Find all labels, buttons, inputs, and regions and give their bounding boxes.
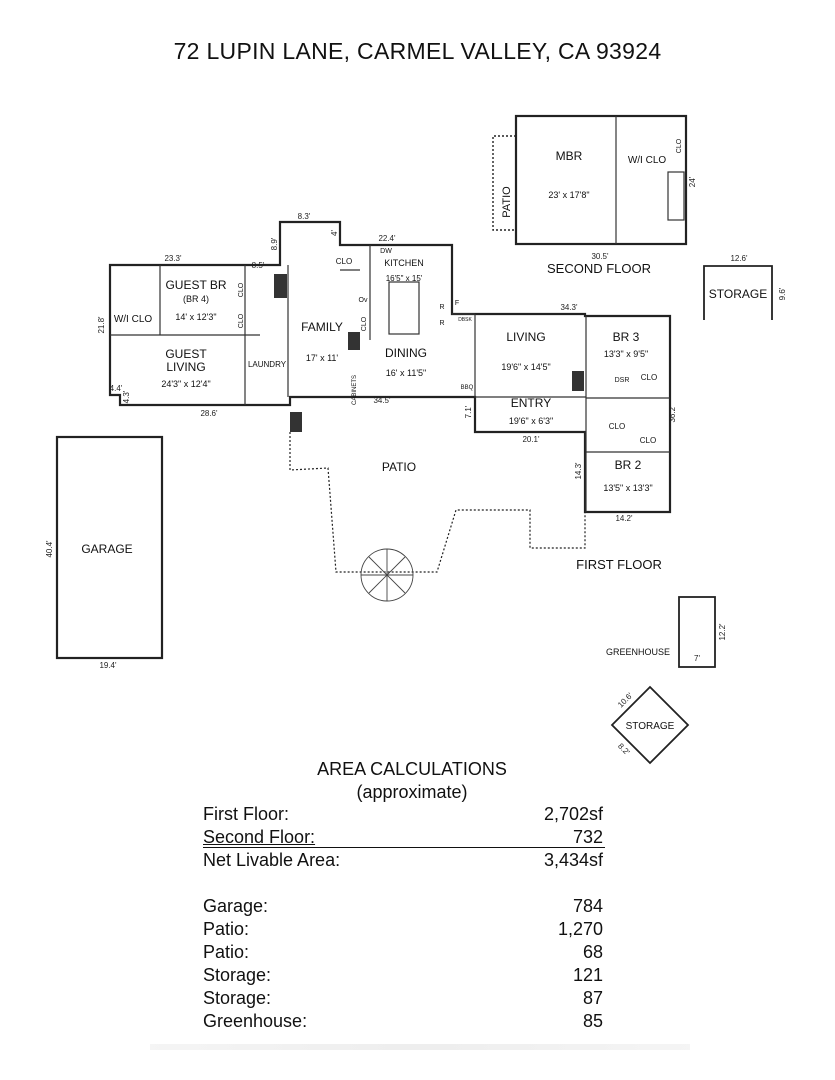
dim-garage-height: 40.4' (45, 540, 54, 558)
upper-patio-label: PATIO (501, 186, 513, 218)
mbr-label: MBR (556, 149, 583, 163)
clo-label: CLO (238, 282, 245, 297)
garage-label: GARAGE (81, 542, 132, 556)
patio-label: PATIO (382, 460, 416, 474)
dim-storage-diag-a: 10.6' (616, 691, 635, 710)
first-floor-outline (108, 220, 672, 514)
storage-label: STORAGE (709, 287, 767, 301)
greenhouse-label: GREENHOUSE (606, 647, 670, 657)
dim-224: 22.4' (378, 234, 396, 243)
mbr-size: 23' x 17'8" (548, 190, 589, 200)
storage-diag-outline (610, 685, 690, 765)
clo-label: CLO (609, 422, 625, 431)
garage-outline (55, 435, 164, 660)
dim-233: 23.3' (164, 254, 182, 263)
wic-mbr-label: W/I CLO (628, 155, 667, 166)
dining-size: 16' x 11'5" (386, 368, 427, 378)
first-floor-label: FIRST FLOOR (576, 557, 662, 572)
guest-living-label1: GUEST (165, 347, 207, 361)
main-patio-outline (289, 432, 586, 573)
dim-43: 4.3' (122, 390, 131, 403)
fridge-label: R (439, 304, 444, 311)
guest-living-label2: LIVING (166, 360, 205, 374)
cabinets-label: CABINETS (352, 375, 358, 405)
kitchen-label: KITCHEN (384, 258, 424, 268)
fridge-label: R (439, 320, 444, 327)
dbsk-label: DBSK (458, 317, 472, 323)
living-label: LIVING (506, 330, 545, 344)
br2-label: BR 2 (615, 458, 642, 472)
guest-br-sub: (BR 4) (183, 294, 209, 304)
family-size: 17' x 11' (306, 353, 339, 363)
wic-guest-label: W/I CLO (114, 314, 153, 325)
freezer-label: F (455, 300, 459, 307)
dim-garage-width: 19.4' (99, 661, 117, 670)
entry-size: 19'6" x 6'3" (509, 416, 553, 426)
second-floor-label: SECOND FLOOR (547, 261, 651, 276)
laundry-label: LAUNDRY (248, 360, 287, 369)
footer-faint-text (150, 1044, 690, 1050)
dim-greenhouse-height: 12.2' (718, 623, 727, 641)
clo-label: CLO (640, 436, 656, 445)
dim-storage-height: 9.6' (778, 287, 787, 300)
greenhouse-outline (678, 596, 716, 668)
storage-diag-label: STORAGE (626, 721, 675, 732)
br2-size: 13'5" x 13'3" (603, 483, 652, 493)
dim-mbr-width: 30.5' (591, 252, 609, 261)
dim-storage-diag-b: 8.2' (616, 742, 632, 758)
umbrella-icon (360, 548, 414, 602)
dw-label: DW (380, 248, 392, 255)
dim-mbr-height: 24' (688, 176, 697, 187)
dim-201: 20.1' (522, 435, 540, 444)
oven-label: Ov (359, 297, 368, 304)
clo-label: CLO (676, 138, 683, 153)
bbq-label: BBQ (461, 385, 474, 391)
clo-label: CLO (361, 316, 368, 331)
dim-greenhouse-width: 7' (694, 654, 700, 663)
storage-outline (703, 265, 773, 320)
dim-44: 4.4' (110, 384, 123, 393)
dim-218: 21.8' (97, 316, 106, 334)
dim-85: 8.5' (252, 261, 265, 270)
dim-4: 4' (330, 230, 339, 236)
dim-362: 36.2' (668, 405, 677, 423)
clo-label: CLO (641, 373, 657, 382)
dim-143: 14.3' (574, 462, 583, 480)
dim-83: 8.3' (298, 212, 311, 221)
dim-89: 8.9' (270, 237, 279, 250)
guest-living-size: 24'3" x 12'4" (161, 379, 210, 389)
living-size: 19'6" x 14'5" (501, 362, 550, 372)
family-label: FAMILY (301, 320, 343, 334)
dining-label: DINING (385, 346, 427, 360)
dim-286: 28.6' (200, 409, 218, 418)
guest-br-label: GUEST BR (165, 278, 226, 292)
upper-patio-outline (492, 135, 516, 231)
entry-label: ENTRY (511, 396, 551, 410)
dim-345: 34.5' (373, 396, 391, 405)
dim-343: 34.3' (560, 303, 578, 312)
br3-size: 13'3" x 9'5" (604, 349, 648, 359)
br3-label: BR 3 (613, 330, 640, 344)
dim-71: 7.1' (464, 405, 473, 418)
dim-142: 14.2' (615, 514, 633, 523)
kitchen-size: 16'5" x 15' (386, 274, 423, 283)
clo-label: CLO (238, 313, 245, 328)
dim-storage-width: 12.6' (730, 254, 748, 263)
mbr-outline (514, 114, 688, 246)
clo-label: CLO (336, 257, 352, 266)
guest-br-size: 14' x 12'3" (175, 312, 216, 322)
dsr-label: DSR (615, 377, 630, 384)
page-title: 72 LUPIN LANE, CARMEL VALLEY, CA 93924 (173, 38, 662, 64)
